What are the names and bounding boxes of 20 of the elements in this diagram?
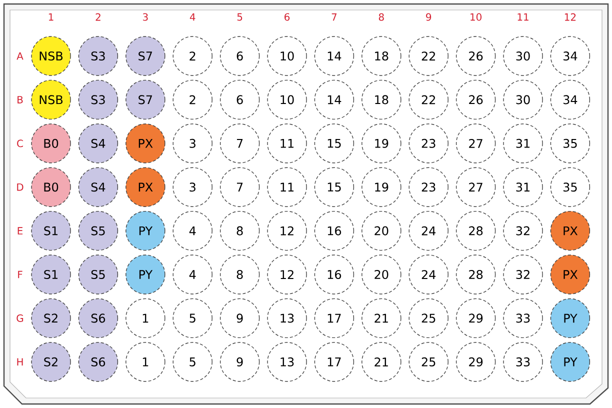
column-number: 3	[143, 13, 148, 21]
row-letter: C	[17, 140, 23, 148]
row-letter: F	[18, 270, 22, 278]
column-number: 10	[470, 13, 482, 21]
column-number: 7	[332, 13, 337, 21]
row-letter: E	[18, 227, 23, 234]
row-letter: A	[16, 52, 24, 60]
column-number: 4	[190, 13, 196, 21]
column-number: 5	[237, 13, 242, 21]
column-number: 8	[378, 13, 384, 21]
column-number: 1	[48, 13, 54, 21]
column-number: 2	[96, 13, 100, 21]
column-number: 12	[564, 13, 576, 21]
row-letter: G	[16, 314, 24, 322]
column-number: 9	[426, 13, 432, 21]
row-letter: D	[17, 183, 24, 191]
row-letter: H	[17, 358, 23, 366]
column-number: 6	[284, 13, 290, 21]
column-number: 11	[518, 13, 528, 21]
row-letter: B	[18, 96, 23, 104]
